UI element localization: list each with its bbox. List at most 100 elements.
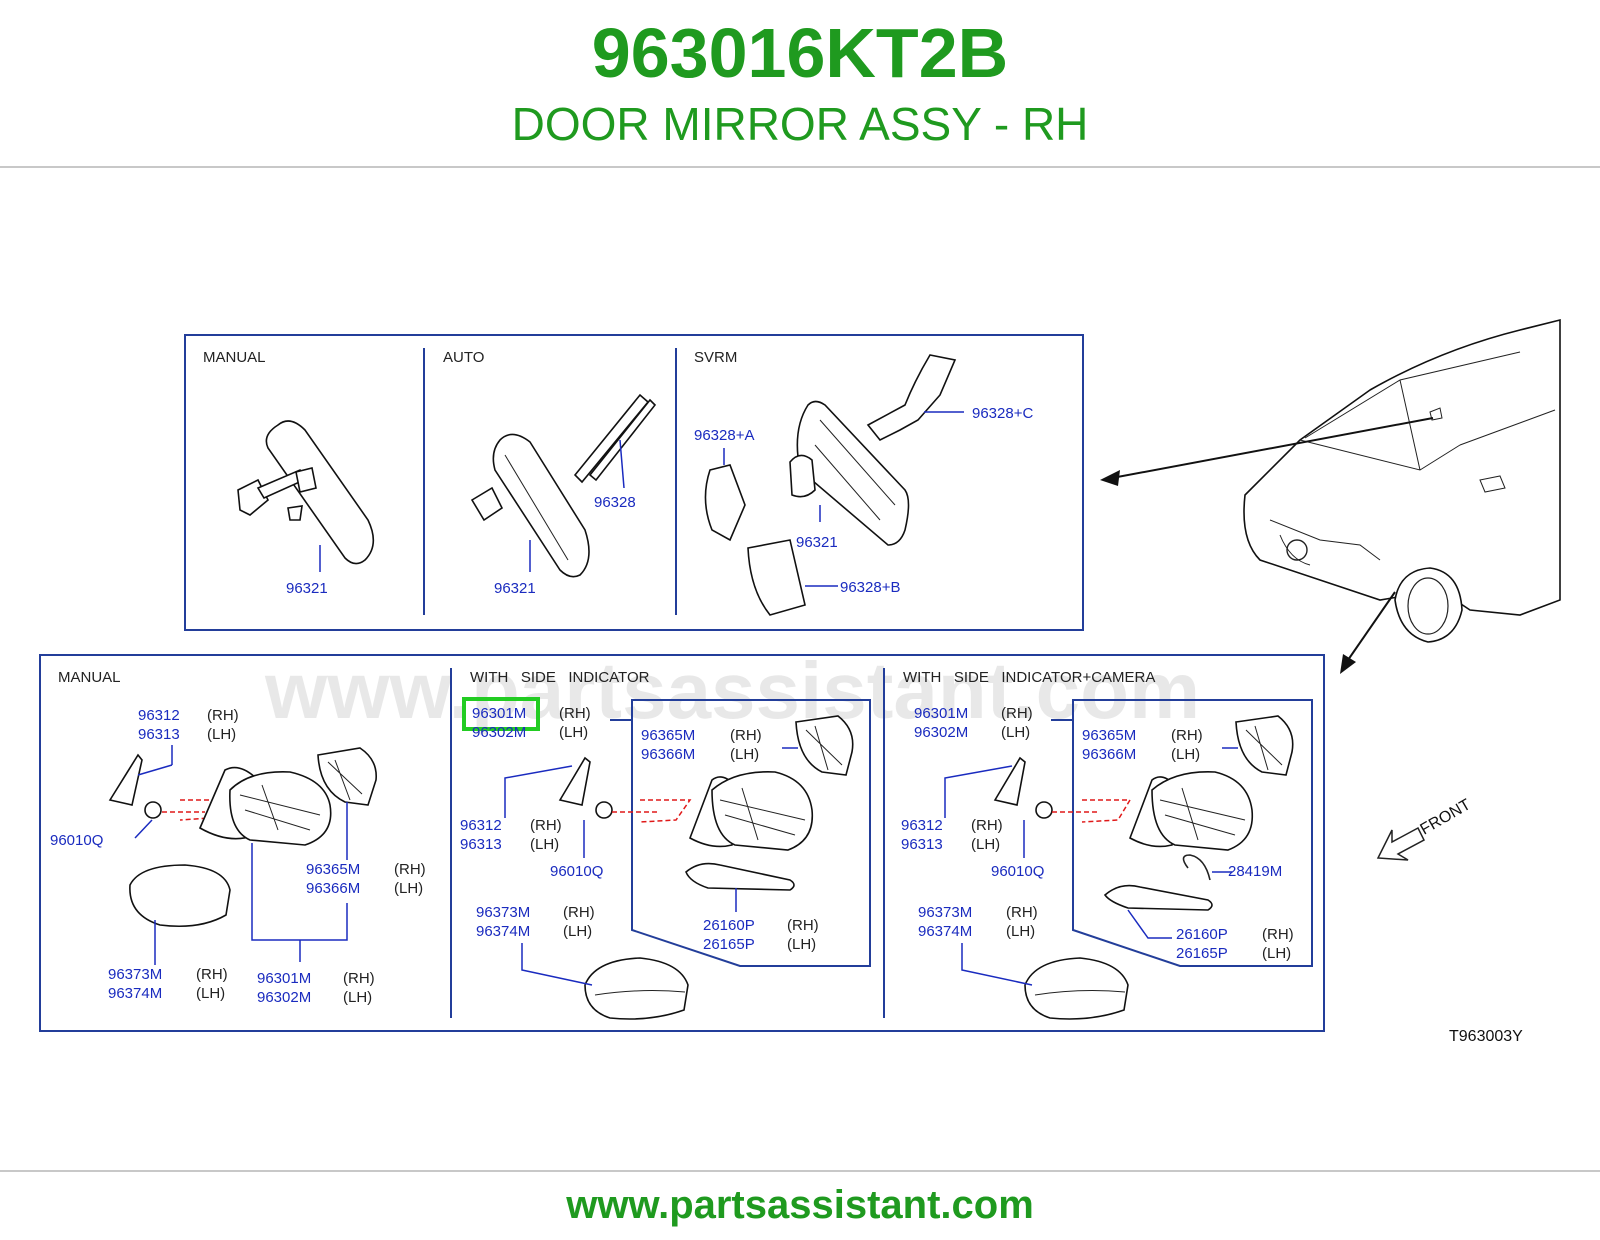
parts-diagram: www.partsassistant.com MANUAL AUTO SVRM … bbox=[39, 318, 1561, 1045]
part-label-96373m: 96373M bbox=[918, 904, 972, 921]
part-label-96313: 96313 bbox=[138, 726, 180, 743]
section-label-svrm: SVRM bbox=[694, 349, 737, 366]
part-label-96301m-highlighted: 96301M bbox=[472, 705, 526, 722]
part-number-title: 963016KT2B bbox=[591, 14, 1009, 92]
leader-line bbox=[137, 764, 173, 776]
inside-mirror-manual-drawing bbox=[237, 420, 375, 565]
side-rh: (RH) bbox=[1001, 705, 1033, 722]
side-rh: (RH) bbox=[1006, 904, 1038, 921]
side-lh: (LH) bbox=[787, 936, 816, 953]
side-lh: (LH) bbox=[196, 985, 225, 1002]
part-name-subtitle: DOOR MIRROR ASSY - RH bbox=[511, 98, 1089, 150]
part-label-96366m: 96366M bbox=[1082, 746, 1136, 763]
leader-line bbox=[134, 819, 153, 839]
pointer-arrow bbox=[1347, 591, 1396, 661]
part-label-96302m: 96302M bbox=[472, 724, 526, 741]
side-lh: (LH) bbox=[1262, 945, 1291, 962]
header-divider bbox=[0, 166, 1600, 168]
side-lh: (LH) bbox=[730, 746, 759, 763]
side-rh: (RH) bbox=[787, 917, 819, 934]
part-label-96313: 96313 bbox=[460, 836, 502, 853]
inside-mirror-svrm-drawing bbox=[704, 354, 957, 616]
pointer-arrow-head bbox=[1100, 470, 1120, 486]
part-label-96328-c: 96328+C bbox=[972, 405, 1033, 422]
diagram-reference: T963003Y bbox=[1449, 1028, 1523, 1045]
part-label-96321: 96321 bbox=[796, 534, 838, 551]
part-label-96313: 96313 bbox=[901, 836, 943, 853]
side-lh: (LH) bbox=[394, 880, 423, 897]
watermark: www.partsassistant.com bbox=[264, 646, 1200, 735]
side-lh: (LH) bbox=[1171, 746, 1200, 763]
part-label-96302m: 96302M bbox=[257, 989, 311, 1006]
part-label-26165p: 26165P bbox=[1176, 945, 1228, 962]
section-label-side-indicator: WITH SIDE INDICATOR bbox=[470, 669, 650, 686]
side-rh: (RH) bbox=[559, 705, 591, 722]
side-lh: (LH) bbox=[563, 923, 592, 940]
part-label-26160p: 26160P bbox=[1176, 926, 1228, 943]
side-rh: (RH) bbox=[563, 904, 595, 921]
part-label-96010q: 96010Q bbox=[550, 863, 603, 880]
pointer-arrow-head bbox=[1340, 654, 1356, 674]
part-label-96373m: 96373M bbox=[108, 966, 162, 983]
part-label-96374m: 96374M bbox=[476, 923, 530, 940]
side-lh: (LH) bbox=[971, 836, 1000, 853]
part-label-96328-a: 96328+A bbox=[694, 427, 754, 444]
assembly-bracket bbox=[610, 699, 871, 967]
assembly-bracket bbox=[1051, 699, 1313, 967]
leader-line bbox=[504, 765, 573, 818]
front-direction-arrow bbox=[1376, 826, 1425, 861]
section-label-manual: MANUAL bbox=[203, 349, 266, 366]
section-label-manual: MANUAL bbox=[58, 669, 121, 686]
part-label-96301m: 96301M bbox=[914, 705, 968, 722]
door-mirror-camera-drawing bbox=[993, 715, 1294, 1020]
side-lh: (LH) bbox=[530, 836, 559, 853]
part-label-96010q: 96010Q bbox=[991, 863, 1044, 880]
pointer-arrow bbox=[1111, 417, 1434, 479]
side-lh: (LH) bbox=[1001, 724, 1030, 741]
inside-mirror-frame bbox=[184, 334, 1084, 631]
part-label-96365m: 96365M bbox=[1082, 727, 1136, 744]
part-label-26165p: 26165P bbox=[703, 936, 755, 953]
door-mirror-indicator-drawing bbox=[558, 715, 854, 1020]
side-rh: (RH) bbox=[196, 966, 228, 983]
side-rh: (RH) bbox=[730, 727, 762, 744]
leader-line bbox=[944, 765, 1013, 818]
part-label-96312: 96312 bbox=[460, 817, 502, 834]
side-rh: (RH) bbox=[971, 817, 1003, 834]
footer-url[interactable]: www.partsassistant.com bbox=[566, 1183, 1034, 1227]
side-rh: (RH) bbox=[207, 707, 239, 724]
part-label-28419m: 28419M bbox=[1228, 863, 1282, 880]
side-rh: (RH) bbox=[530, 817, 562, 834]
part-label-96010q: 96010Q bbox=[50, 832, 103, 849]
part-label-26160p: 26160P bbox=[703, 917, 755, 934]
part-label-96328-b: 96328+B bbox=[840, 579, 900, 596]
side-rh: (RH) bbox=[1262, 926, 1294, 943]
side-rh: (RH) bbox=[343, 970, 375, 987]
part-label-96374m: 96374M bbox=[918, 923, 972, 940]
side-lh: (LH) bbox=[343, 989, 372, 1006]
section-label-side-indicator-camera: WITH SIDE INDICATOR+CAMERA bbox=[903, 669, 1155, 686]
highlight-box bbox=[462, 697, 540, 731]
side-lh: (LH) bbox=[1006, 923, 1035, 940]
part-label-96328: 96328 bbox=[594, 494, 636, 511]
door-mirror-manual-drawing bbox=[108, 747, 377, 928]
inside-mirror-auto-drawing bbox=[470, 393, 657, 578]
part-label-96321: 96321 bbox=[494, 580, 536, 597]
part-label-96366m: 96366M bbox=[641, 746, 695, 763]
leader-line bbox=[251, 843, 348, 962]
side-lh: (LH) bbox=[559, 724, 588, 741]
part-label-96373m: 96373M bbox=[476, 904, 530, 921]
part-label-96302m: 96302M bbox=[914, 724, 968, 741]
side-rh: (RH) bbox=[394, 861, 426, 878]
part-label-96374m: 96374M bbox=[108, 985, 162, 1002]
part-label-96321: 96321 bbox=[286, 580, 328, 597]
vehicle-illustration bbox=[1243, 318, 1561, 643]
footer-divider bbox=[0, 1170, 1600, 1172]
leader-line bbox=[521, 943, 593, 986]
door-mirror-frame bbox=[39, 654, 1325, 1032]
side-lh: (LH) bbox=[207, 726, 236, 743]
part-label-96365m: 96365M bbox=[306, 861, 360, 878]
section-label-auto: AUTO bbox=[443, 349, 484, 366]
part-label-96312: 96312 bbox=[138, 707, 180, 724]
part-label-96366m: 96366M bbox=[306, 880, 360, 897]
